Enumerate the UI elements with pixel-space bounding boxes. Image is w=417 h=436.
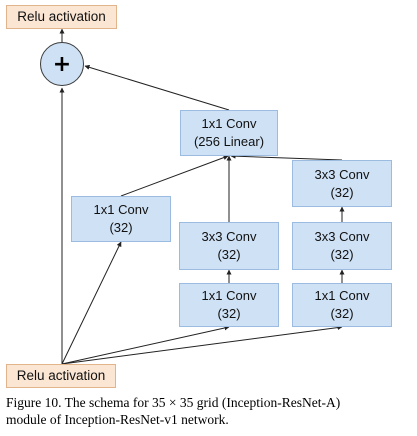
branch3-conv-3x3-b-line2: (32) (330, 184, 354, 200)
relu-activation-bottom-label: Relu activation (16, 367, 106, 383)
edge-relu-to-branch1-conv (61, 241, 122, 365)
branch2-conv-1x1-line2: (32) (217, 306, 241, 321)
plus-icon: + (52, 51, 72, 77)
branch3-conv-3x3-a: 3x3 Conv (32) (292, 222, 392, 270)
branch2-conv-3x3-line2: (32) (217, 247, 241, 262)
relu-activation-top-label: Relu activation (17, 8, 106, 24)
relu-activation-bottom: Relu activation (6, 364, 116, 388)
caption-line-1: Figure 10. The schema for 35 × 35 grid (… (6, 395, 341, 410)
edge-branch1-to-conv-linear (120, 155, 229, 197)
branch3-conv-1x1-line1: 1x1 Conv (314, 288, 370, 304)
branch3-conv-3x3-a-line2: (32) (330, 247, 354, 262)
caption-line-2: module of Inception-ResNet-v1 network. (6, 412, 229, 427)
relu-activation-top: Relu activation (6, 5, 117, 29)
conv-1x1-linear: 1x1 Conv (256 Linear) (180, 110, 278, 156)
branch1-conv-1x1-line1: 1x1 Conv (93, 202, 149, 218)
branch2-conv-3x3: 3x3 Conv (32) (179, 222, 279, 270)
branch1-conv-1x1: 1x1 Conv (32) (71, 196, 171, 242)
conv-1x1-linear-line2: (256 Linear) (193, 134, 265, 149)
branch1-conv-1x1-line2: (32) (109, 220, 133, 235)
conv-1x1-linear-line1: 1x1 Conv (201, 116, 257, 132)
branch3-conv-3x3-b-line1: 3x3 Conv (314, 166, 370, 182)
edge-relu-to-branch2-conv1 (61, 325, 230, 365)
edge-relu-to-branch3-conv1 (61, 325, 343, 365)
edge-branch3-to-conv-linear (230, 153, 343, 161)
edge-conv-linear-to-add (84, 64, 230, 111)
branch3-conv-3x3-b: 3x3 Conv (32) (292, 160, 392, 207)
branch3-conv-1x1: 1x1 Conv (32) (292, 283, 392, 327)
add-node: + (40, 42, 84, 86)
branch3-conv-3x3-a-line1: 3x3 Conv (314, 229, 370, 245)
branch3-conv-1x1-line2: (32) (330, 306, 354, 321)
branch2-conv-1x1: 1x1 Conv (32) (179, 283, 279, 327)
branch2-conv-3x3-line1: 3x3 Conv (201, 229, 257, 245)
figure-caption: Figure 10. The schema for 35 × 35 grid (… (6, 394, 411, 428)
branch2-conv-1x1-line1: 1x1 Conv (201, 288, 257, 304)
